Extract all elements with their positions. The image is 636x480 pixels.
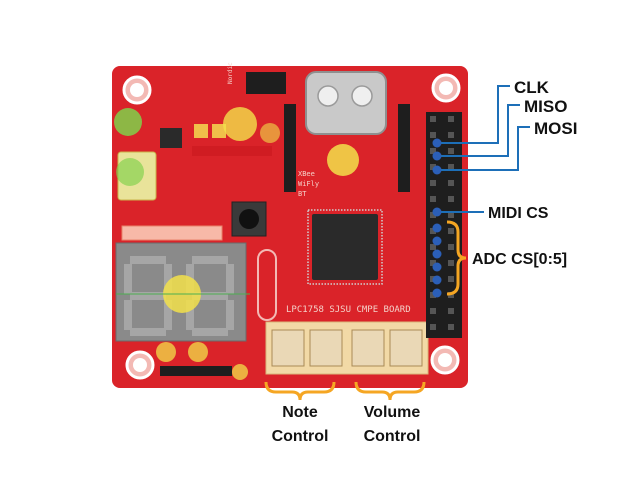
leader-wires [441,85,530,213]
label-clk: CLK [514,78,550,97]
xbee-text-1: XBee [298,170,315,178]
label-mosi: MOSI [534,119,577,138]
reset-button-cap [239,209,259,229]
green-led-highlight [114,108,142,136]
label-note-control-2: Control [272,428,329,445]
bottom-led-2 [188,342,208,362]
volume-control-bracket [354,381,426,401]
xbee-text-2: WiFly [298,180,319,188]
pin-dot-clk [432,138,442,148]
pin-dot-miso [432,151,442,161]
capacitor-1 [194,124,208,138]
battery-highlight [327,144,359,176]
label-volume-control-2: Control [364,428,421,445]
pin-dot-adc-cs-1 [432,236,442,246]
nordic-header [246,72,286,94]
antenna-slot [257,249,277,321]
usb-led-highlight [116,158,144,186]
push-button-4 [389,329,423,367]
mounting-holes [122,73,461,380]
nordic-label: Nordic [227,62,234,84]
pin-dot-adc-cs-2 [432,249,442,259]
wire-miso [441,104,520,157]
wire-mosi [441,126,530,171]
wire-clk [441,85,510,144]
battery-cell [317,85,339,107]
pin-dot-adc-cs-4 [432,275,442,285]
mcu-pins [307,209,383,285]
push-button-3 [351,329,385,367]
push-button-2 [309,329,343,367]
bottom-led-1 [156,342,176,362]
xbee-header-left [284,104,296,192]
regulator-chip [160,128,182,148]
label-miso: MISO [524,97,567,116]
smd-row [192,146,272,156]
pin-dot-mosi [432,165,442,175]
label-adc-cs: ADC CS[0:5] [472,251,567,268]
crystal-highlight-2 [260,123,280,143]
xbee-header-right [398,104,410,192]
led-row [121,225,223,241]
push-button-1 [271,329,305,367]
bottom-led-3 [232,364,248,380]
label-volume-control-1: Volume [364,404,421,421]
pin-dot-adc-cs-5 [432,288,442,298]
xbee-text-3: BT [298,190,307,198]
battery-holder [305,71,387,135]
mcu-chip [312,214,378,280]
crystal-highlight [223,107,257,141]
label-note-control-1: Note [282,404,318,421]
bottom-header [160,366,232,376]
label-midi-cs: MIDI CS [488,205,549,222]
pin-dot-midi-cs [432,207,442,217]
push-buttons [271,329,423,367]
pin-dot-adc-cs-0 [432,223,442,233]
highlighted-pins [432,138,442,298]
adc-bracket [446,220,467,296]
battery-cell-2 [351,85,373,107]
board-silkscreen: LPC1758 SJSU CMPE BOARD [286,305,411,315]
capacitor-2 [212,124,226,138]
note-control-bracket [264,381,336,401]
pin-dot-adc-cs-3 [432,262,442,272]
